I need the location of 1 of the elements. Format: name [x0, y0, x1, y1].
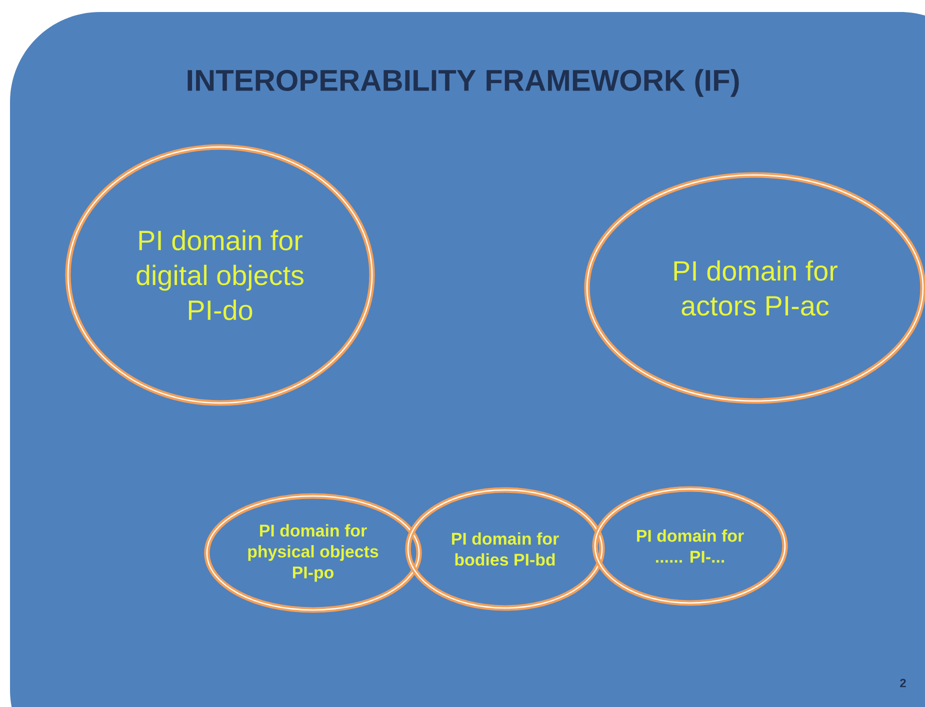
- page-number: 2: [900, 678, 906, 688]
